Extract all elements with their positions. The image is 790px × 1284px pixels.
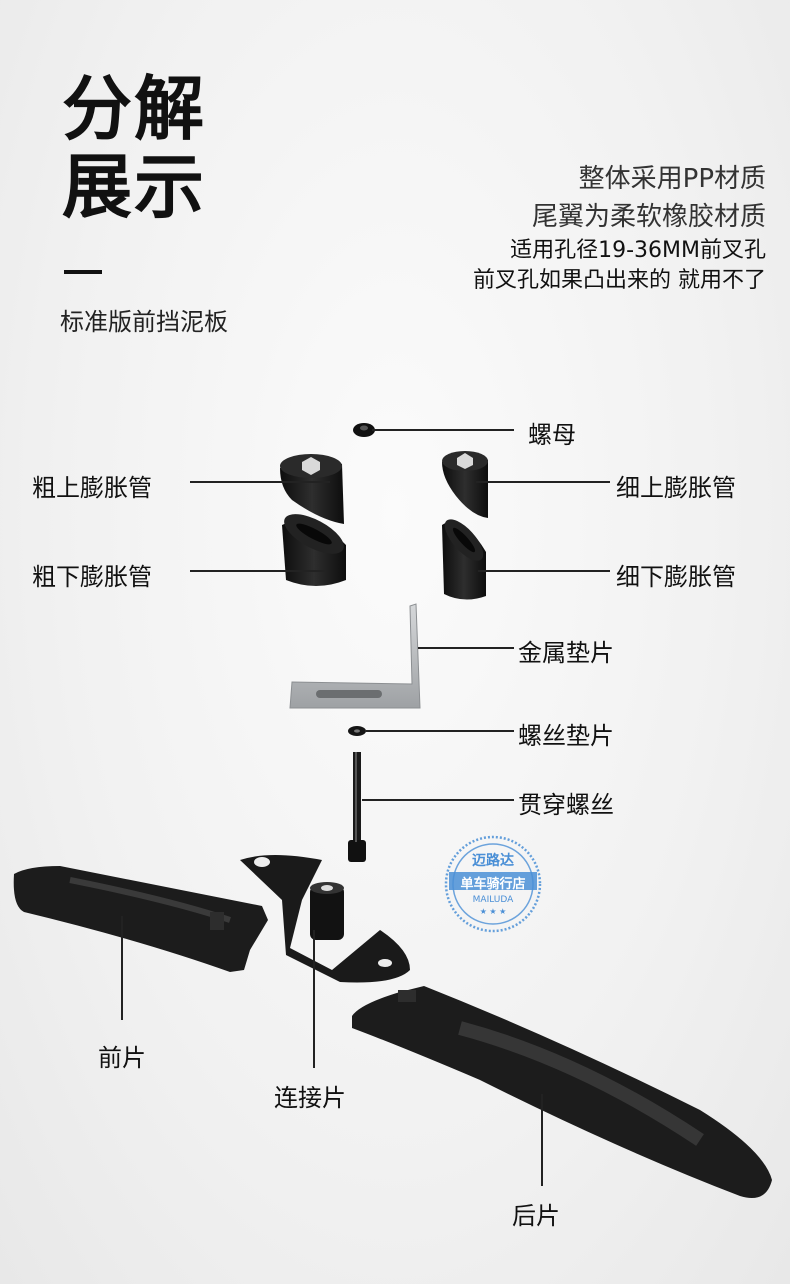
badge-line3: MAILUDA — [472, 895, 514, 905]
nut-part — [353, 423, 375, 437]
desc-line1: 整体采用PP材质 — [578, 164, 766, 194]
metal-shim-label: 金属垫片 — [518, 639, 614, 667]
nut-leader — [372, 429, 514, 431]
rear-piece-label: 后片 — [512, 1202, 560, 1230]
badge-line1: 迈路达 — [472, 853, 514, 869]
badge-stars: ★ ★ ★ — [479, 907, 507, 916]
page-title-line2: 展示 — [62, 146, 206, 228]
through-bolt-label: 贯穿螺丝 — [518, 791, 614, 819]
screw-washer-label: 螺丝垫片 — [518, 722, 614, 750]
store-badge-logo: 迈路达 单车骑行店 MAILUDA ★ ★ ★ — [443, 834, 543, 934]
thick-upper-label: 粗上膨胀管 — [32, 474, 152, 502]
through-bolt-leader — [362, 799, 514, 801]
desc-line4: 前叉孔如果凸出来的 就用不了 — [473, 268, 766, 293]
connector-part — [240, 855, 410, 983]
thin-lower-tube-part — [442, 519, 486, 600]
material-description: 整体采用PP材质 尾翼为柔软橡胶材质 适用孔径19-36MM前叉孔 前叉孔如果凸… — [473, 160, 766, 296]
front-piece-label: 前片 — [98, 1044, 146, 1072]
screw-washer-leader — [366, 730, 514, 732]
screw-washer-part — [348, 726, 366, 736]
page-title-line1: 分解 — [62, 68, 206, 150]
front-piece-leader — [121, 916, 123, 1020]
thick-lower-tube-part — [282, 514, 346, 586]
thick-lower-leader — [190, 570, 326, 572]
front-piece-part — [13, 866, 269, 972]
thin-upper-leader — [476, 481, 610, 483]
title-divider — [64, 270, 102, 274]
thin-upper-label: 细上膨胀管 — [616, 474, 736, 502]
thin-upper-tube-part — [442, 451, 488, 518]
desc-line3: 适用孔径19-36MM前叉孔 — [510, 238, 766, 263]
nut-label: 螺母 — [528, 421, 576, 449]
store-badge-seal — [444, 835, 542, 933]
thick-upper-leader — [190, 481, 330, 483]
rear-piece-part — [352, 986, 772, 1198]
connector-label: 连接片 — [274, 1084, 346, 1112]
page-title: 分解 展示 — [62, 70, 206, 226]
thin-lower-leader — [478, 570, 610, 572]
rear-piece-leader — [541, 1094, 543, 1186]
desc-line2: 尾翼为柔软橡胶材质 — [531, 202, 766, 232]
badge-line2: 单车骑行店 — [460, 877, 526, 892]
through-bolt-part — [348, 752, 366, 862]
product-subtitle: 标准版前挡泥板 — [60, 308, 228, 336]
metal-shim-part — [289, 603, 421, 709]
thick-upper-tube-part — [280, 454, 344, 524]
thin-lower-label: 细下膨胀管 — [616, 563, 736, 591]
connector-leader — [313, 930, 315, 1068]
thick-lower-label: 粗下膨胀管 — [32, 563, 152, 591]
metal-shim-leader — [418, 647, 514, 649]
